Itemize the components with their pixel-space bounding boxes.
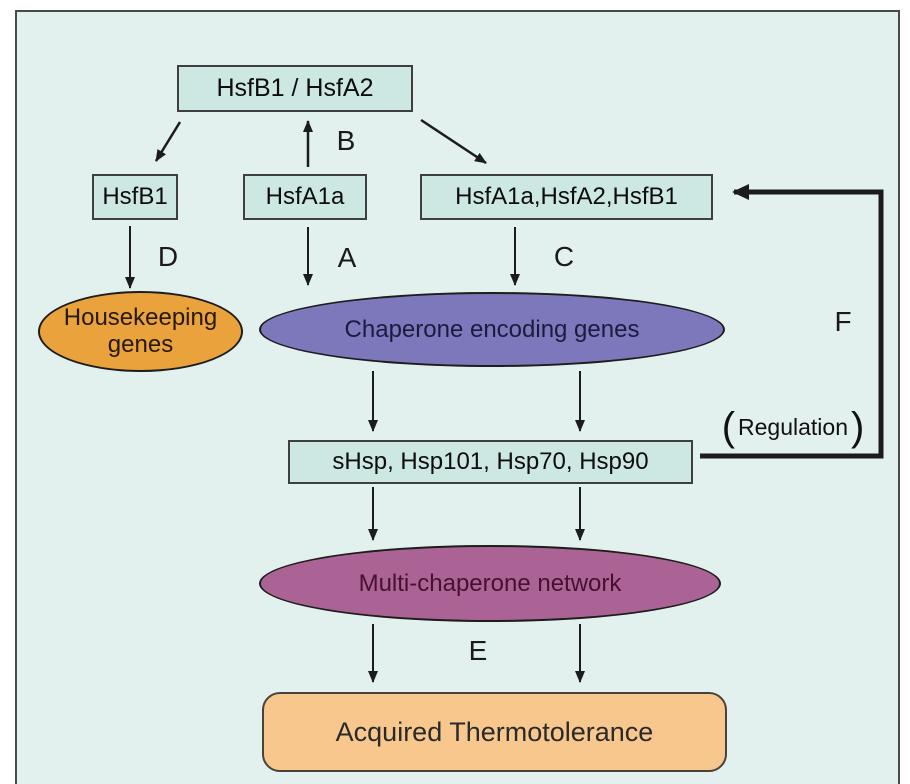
node-label: Housekeeping genes bbox=[63, 303, 218, 358]
edge-label-e: E bbox=[468, 635, 488, 666]
node-hsp-proteins: sHsp, Hsp101, Hsp70, Hsp90 bbox=[288, 440, 693, 484]
node-hsfa1a-hsfa2-hsfb1: HsfA1a,HsfA2,HsfB1 bbox=[420, 174, 713, 220]
arrow-top-to-trio bbox=[420, 118, 487, 165]
node-multi-chaperone-network: Multi-chaperone network bbox=[259, 545, 721, 622]
diagram-panel bbox=[15, 10, 900, 784]
arrow-top-to-hsfb1 bbox=[154, 121, 182, 162]
edge-label-a: A bbox=[337, 242, 357, 273]
node-label: HsfB1 / HsfA2 bbox=[216, 74, 374, 102]
bracket-close: ) bbox=[850, 405, 865, 449]
edge-label-b: B bbox=[336, 125, 356, 156]
node-housekeeping-genes: Housekeeping genes bbox=[38, 291, 243, 372]
node-label: HsfA1a bbox=[265, 183, 345, 210]
edge-label-f: F bbox=[834, 306, 852, 337]
node-label: sHsp, Hsp101, Hsp70, Hsp90 bbox=[332, 448, 649, 475]
node-hsfa1a: HsfA1a bbox=[243, 174, 367, 220]
regulation-label: Regulation bbox=[738, 413, 848, 440]
node-hsfb1: HsfB1 bbox=[92, 174, 178, 220]
edge-label-d: D bbox=[157, 241, 179, 272]
feedback-loop-arrow bbox=[700, 184, 884, 459]
node-hsfb1-hsfa2: HsfB1 / HsfA2 bbox=[177, 65, 413, 112]
node-label: HsfB1 bbox=[102, 183, 168, 210]
regulation-annotation: ( Regulation ) bbox=[721, 405, 865, 449]
edge-label-c: C bbox=[553, 241, 575, 272]
node-chaperone-encoding-genes: Chaperone encoding genes bbox=[259, 292, 725, 367]
node-label: Acquired Thermotolerance bbox=[335, 716, 654, 747]
node-label: Chaperone encoding genes bbox=[344, 315, 640, 343]
node-acquired-thermotolerance: Acquired Thermotolerance bbox=[262, 692, 727, 772]
node-label: Multi-chaperone network bbox=[358, 569, 622, 597]
bracket-open: ( bbox=[721, 405, 736, 449]
node-label: HsfA1a,HsfA2,HsfB1 bbox=[455, 183, 678, 210]
